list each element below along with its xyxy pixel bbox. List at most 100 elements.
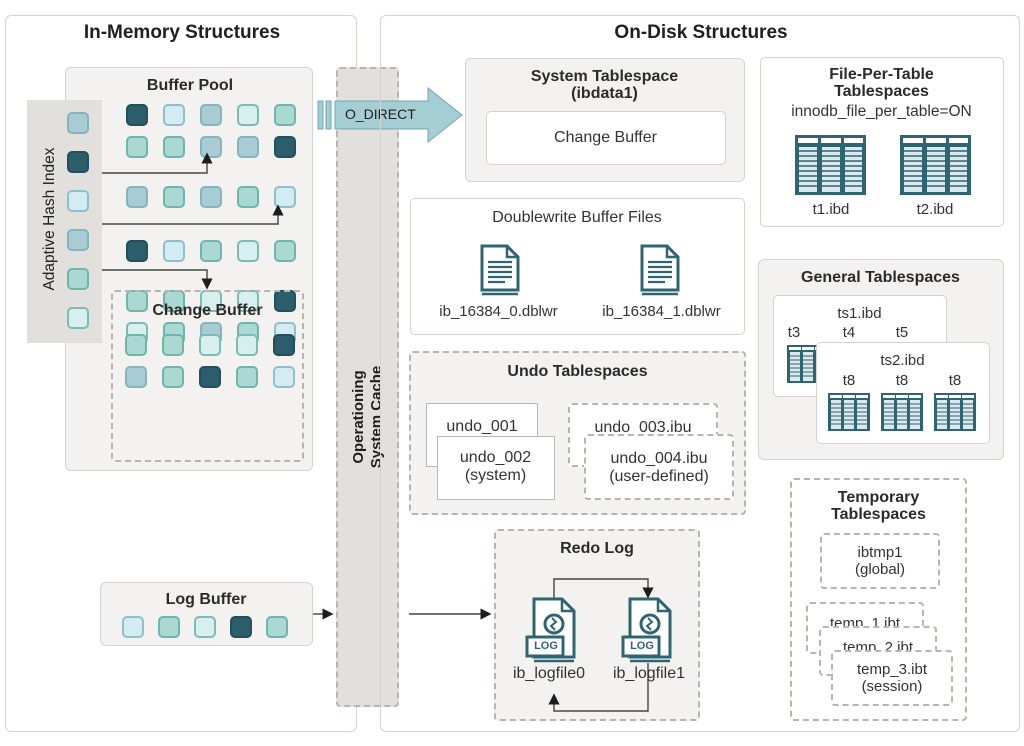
ts1-name: ts1.ibd bbox=[837, 305, 882, 322]
buffer-page bbox=[163, 186, 185, 208]
buffer-page bbox=[126, 240, 148, 262]
file-t1-ibd: t1.ibd bbox=[812, 201, 850, 218]
hash-index-entry bbox=[67, 307, 89, 329]
buffer-page bbox=[274, 186, 296, 208]
change-buffer-page bbox=[199, 334, 221, 356]
os-cache: Operationing System Cache bbox=[336, 67, 399, 707]
ts2-table-1: t8 bbox=[842, 372, 856, 389]
buffer-pool-title: Buffer Pool bbox=[146, 77, 234, 94]
buffer-page bbox=[200, 186, 222, 208]
log-buffer-entry bbox=[194, 616, 216, 638]
log-buffer-entry bbox=[158, 616, 180, 638]
system-change-buffer: Change Buffer bbox=[486, 111, 726, 165]
adaptive-hash-index: Adaptive Hash Index bbox=[27, 100, 102, 343]
buffer-page bbox=[126, 136, 148, 158]
on-disk-title: On-Disk Structures bbox=[614, 22, 788, 43]
log-buffer: Log Buffer bbox=[100, 582, 313, 646]
ibtmp1-note: (global) bbox=[854, 561, 906, 578]
doublewrite-title: Doublewrite Buffer Files bbox=[492, 209, 662, 226]
hash-index-entry bbox=[67, 112, 89, 134]
temp-3-name: temp_3.ibt bbox=[856, 661, 928, 678]
buffer-page bbox=[237, 136, 259, 158]
undo-004-note: (user-defined) bbox=[609, 468, 709, 485]
file-per-table-title-1: File-Per-Table bbox=[829, 66, 934, 83]
temp-3: temp_3.ibt (session) bbox=[831, 650, 953, 706]
change-buffer-page bbox=[273, 366, 295, 388]
redo-log: Redo Log LOG LOG ib_logfile0 ib_logfile1 bbox=[494, 529, 700, 721]
o-direct-arrow bbox=[317, 86, 463, 144]
buffer-page bbox=[237, 240, 259, 262]
hash-index-entry bbox=[67, 268, 89, 290]
dblwr-file-0: ib_16384_0.dblwr bbox=[439, 303, 558, 320]
table-icon-t8-2 bbox=[880, 392, 924, 432]
ts1-table-t5: t5 bbox=[895, 324, 909, 341]
table-icon-t1 bbox=[794, 134, 867, 196]
log-buffer-entry bbox=[266, 616, 288, 638]
hash-arrow-3 bbox=[102, 269, 213, 290]
buffer-page bbox=[126, 104, 148, 126]
change-buffer-page bbox=[125, 334, 147, 356]
undo-tablespaces: Undo Tablespaces undo_001 undo_002 (syst… bbox=[409, 351, 746, 515]
undo-004: undo_004.ibu (user-defined) bbox=[584, 434, 734, 500]
change-buffer-page bbox=[236, 334, 258, 356]
ts2-table-3: t8 bbox=[948, 372, 962, 389]
file-per-table-setting: innodb_file_per_table=ON bbox=[791, 103, 972, 120]
buffer-page bbox=[163, 240, 185, 262]
temporary-tablespaces: Temporary Tablespaces ibtmp1 (global) te… bbox=[790, 478, 967, 721]
buffer-page bbox=[163, 136, 185, 158]
ibtmp1-name: ibtmp1 bbox=[857, 544, 903, 561]
general-tablespaces: General Tablespaces ts1.ibd t3 t4 t5 ts2… bbox=[758, 259, 1004, 460]
change-buffer-page bbox=[162, 366, 184, 388]
buffer-page bbox=[237, 104, 259, 126]
file-t2-ibd: t2.ibd bbox=[916, 201, 954, 218]
system-change-buffer-label: Change Buffer bbox=[554, 129, 657, 146]
undo-tablespaces-title: Undo Tablespaces bbox=[507, 363, 648, 380]
table-icon-t8-3 bbox=[933, 392, 977, 432]
log-badge-1: LOG bbox=[630, 640, 654, 652]
doublewrite-buffer-files: Doublewrite Buffer Files ib_16384_0.dblw… bbox=[410, 198, 745, 335]
buffer-page bbox=[200, 240, 222, 262]
hash-arrow-1 bbox=[102, 152, 213, 174]
temporary-title-2: Tablespaces bbox=[831, 506, 926, 523]
redo-cycle-arrows bbox=[548, 578, 654, 712]
file-per-table-title-2: Tablespaces bbox=[834, 83, 929, 100]
hash-index-entry bbox=[67, 229, 89, 251]
table-icon-t2 bbox=[899, 134, 972, 196]
ib-logfile0: ib_logfile0 bbox=[512, 665, 586, 682]
log-buffer-entry bbox=[122, 616, 144, 638]
dblwr-file-1: ib_16384_1.dblwr bbox=[602, 303, 721, 320]
os-cache-line1: Operationing bbox=[350, 370, 367, 464]
ts2-name: ts2.ibd bbox=[880, 352, 925, 369]
hash-arrow-2 bbox=[102, 204, 284, 225]
file-per-table-tablespaces: File-Per-Table Tablespaces innodb_file_p… bbox=[760, 57, 1004, 227]
on-disk-panel: On-Disk Structures bbox=[380, 15, 1020, 732]
document-icon-1 bbox=[479, 244, 521, 296]
undo-001-name: undo_001 bbox=[446, 418, 518, 435]
ib-logfile1: ib_logfile1 bbox=[612, 665, 686, 682]
buffer-page bbox=[274, 240, 296, 262]
change-buffer-page bbox=[199, 366, 221, 388]
buffer-page bbox=[126, 186, 148, 208]
undo-002-note: (system) bbox=[464, 467, 527, 484]
ts1-table-t4: t4 bbox=[842, 324, 856, 341]
table-icon-t8-1 bbox=[827, 392, 871, 432]
undo-002: undo_002 (system) bbox=[437, 436, 555, 500]
buffer-pool: Buffer Pool Change Buffer bbox=[65, 67, 313, 471]
log-file-icon-0 bbox=[524, 597, 580, 663]
buffer-page bbox=[274, 104, 296, 126]
buffer-page bbox=[163, 104, 185, 126]
undo-003-name: undo_003.ibu bbox=[594, 419, 692, 436]
buffer-page bbox=[200, 104, 222, 126]
ts2-ibd: ts2.ibd t8 t8 t8 bbox=[816, 342, 990, 444]
change-buffer-page bbox=[236, 366, 258, 388]
log-badge-0: LOG bbox=[534, 640, 558, 652]
change-buffer-memory-title: Change Buffer bbox=[152, 302, 263, 319]
system-tablespace-title: System Tablespace bbox=[530, 68, 679, 85]
change-buffer-page bbox=[273, 334, 295, 356]
hash-index-entry bbox=[67, 190, 89, 212]
ts1-table-t3: t3 bbox=[787, 324, 801, 341]
system-tablespace-file: (ibdata1) bbox=[571, 85, 638, 102]
change-buffer-memory: Change Buffer bbox=[111, 290, 304, 462]
system-tablespace: System Tablespace (ibdata1) Change Buffe… bbox=[465, 58, 745, 182]
